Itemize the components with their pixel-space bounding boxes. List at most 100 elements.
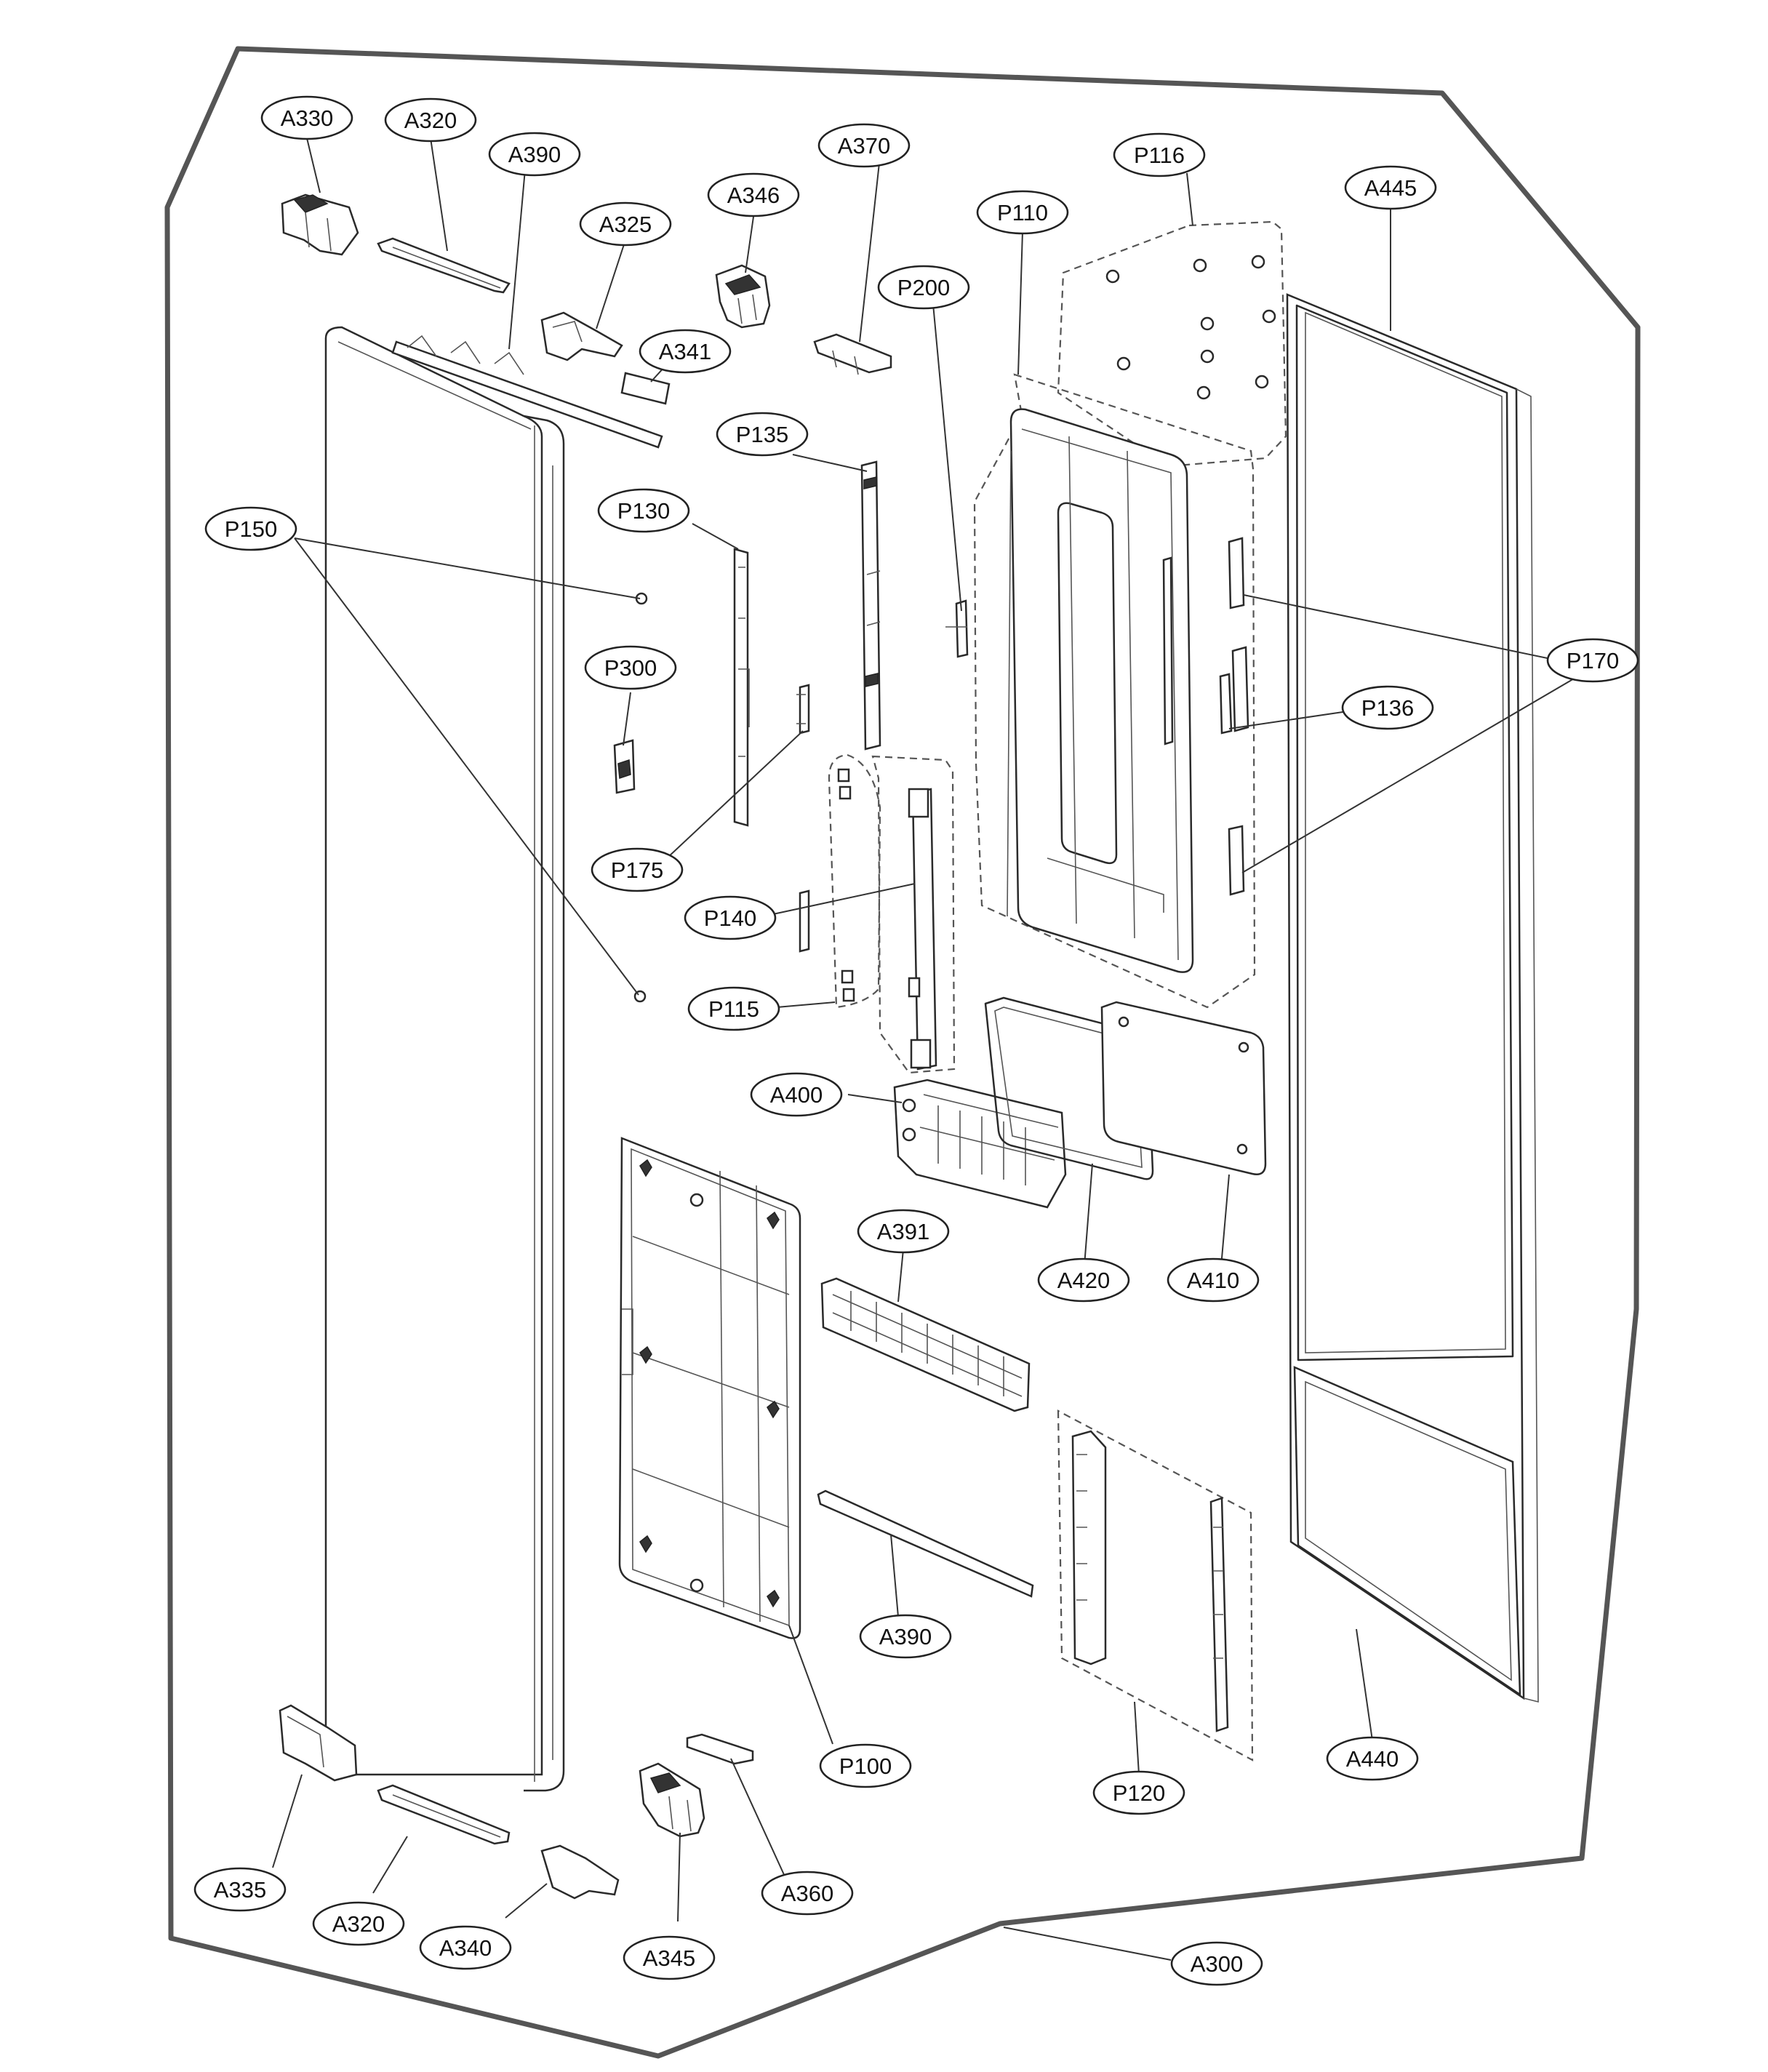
bar-p140 bbox=[799, 788, 937, 1071]
callout-p300-label: P300 bbox=[604, 655, 657, 681]
callout-a320-top: A320 bbox=[384, 97, 477, 143]
callout-p120-label: P120 bbox=[1113, 1780, 1165, 1806]
trim-strip-a320-top bbox=[377, 237, 511, 294]
callout-a320-bottom: A320 bbox=[312, 1901, 405, 1946]
callout-a391: A391 bbox=[857, 1209, 950, 1254]
hinge-cover-a330 bbox=[281, 193, 359, 256]
callout-a400-label: A400 bbox=[770, 1082, 823, 1108]
cap-a325 bbox=[540, 311, 623, 361]
clips-p170 bbox=[1228, 537, 1249, 896]
callout-p200: P200 bbox=[877, 265, 970, 310]
callout-p115-label: P115 bbox=[708, 996, 759, 1022]
callout-a445: A445 bbox=[1344, 165, 1437, 210]
callout-p115: P115 bbox=[687, 986, 780, 1031]
bracket-a360 bbox=[686, 1733, 754, 1765]
clip-p175 bbox=[796, 684, 810, 735]
callout-p120: P120 bbox=[1092, 1770, 1185, 1815]
bottom-rail-a390 bbox=[817, 1489, 1034, 1598]
controller-a400 bbox=[893, 1079, 1067, 1209]
callout-p200-label: P200 bbox=[897, 275, 950, 300]
door-panel bbox=[324, 326, 565, 1792]
callout-a370-label: A370 bbox=[838, 133, 890, 159]
strip-a391 bbox=[820, 1277, 1031, 1412]
callout-a420: A420 bbox=[1037, 1257, 1130, 1303]
callout-a370: A370 bbox=[817, 123, 911, 168]
callout-a320-bottom-label: A320 bbox=[332, 1911, 385, 1937]
callout-p100: P100 bbox=[819, 1743, 912, 1788]
callout-a440: A440 bbox=[1326, 1736, 1419, 1781]
switch-p300 bbox=[613, 739, 636, 794]
callout-p175-label: P175 bbox=[611, 857, 663, 883]
strip-p130 bbox=[733, 548, 750, 827]
cap-a340 bbox=[540, 1844, 620, 1900]
callout-a345-label: A345 bbox=[643, 1945, 695, 1971]
callout-a410: A410 bbox=[1167, 1257, 1260, 1303]
callout-p136: P136 bbox=[1341, 685, 1434, 730]
callout-a390-top: A390 bbox=[488, 132, 581, 177]
callout-p140: P140 bbox=[684, 895, 777, 940]
callout-p116: P116 bbox=[1113, 132, 1206, 177]
callout-a391-label: A391 bbox=[877, 1219, 929, 1244]
callout-a335: A335 bbox=[193, 1867, 287, 1912]
callout-a360: A360 bbox=[761, 1871, 854, 1916]
callout-a410-label: A410 bbox=[1187, 1268, 1239, 1293]
callout-a325-label: A325 bbox=[599, 212, 652, 237]
callout-a300: A300 bbox=[1170, 1941, 1263, 1986]
bracket-p136 bbox=[1219, 673, 1233, 735]
rail-p135 bbox=[860, 460, 881, 751]
callout-a440-label: A440 bbox=[1346, 1746, 1399, 1772]
top-rail-a390 bbox=[391, 335, 663, 449]
group-p115 bbox=[828, 753, 881, 1009]
inner-panel-p110 bbox=[1007, 408, 1194, 973]
callout-p150: P150 bbox=[204, 506, 297, 551]
callout-p130-label: P130 bbox=[617, 498, 670, 524]
bracket-a370 bbox=[813, 333, 892, 375]
leader-lines bbox=[272, 137, 1593, 1961]
group-p120 bbox=[1057, 1409, 1254, 1761]
screw-group-p116 bbox=[1057, 220, 1287, 467]
callout-a340: A340 bbox=[419, 1925, 512, 1970]
callout-a346: A346 bbox=[707, 172, 800, 217]
callout-a390-top-label: A390 bbox=[508, 142, 561, 167]
group-p110 bbox=[973, 373, 1256, 1009]
callout-p175: P175 bbox=[591, 847, 684, 892]
assembly-boundary bbox=[164, 46, 1641, 2059]
callout-p170: P170 bbox=[1546, 638, 1639, 683]
callout-a325: A325 bbox=[579, 201, 672, 247]
callout-p135-label: P135 bbox=[736, 422, 788, 447]
callout-a390-bottom: A390 bbox=[859, 1614, 952, 1659]
callout-p135: P135 bbox=[716, 412, 809, 457]
hinge-cover-a335 bbox=[279, 1704, 358, 1782]
callout-a360-label: A360 bbox=[781, 1881, 833, 1906]
callout-p100-label: P100 bbox=[839, 1753, 892, 1779]
frame-a445 bbox=[1286, 293, 1539, 1703]
callout-p150-label: P150 bbox=[225, 516, 277, 542]
liner-p100 bbox=[618, 1137, 801, 1639]
callout-a335-label: A335 bbox=[214, 1877, 266, 1903]
callout-p136-label: P136 bbox=[1361, 695, 1414, 721]
callout-a345: A345 bbox=[623, 1935, 716, 1980]
callout-a340-label: A340 bbox=[439, 1935, 492, 1961]
plate-a341 bbox=[620, 372, 671, 405]
callout-a330: A330 bbox=[260, 95, 353, 140]
callout-a390-bottom-label: A390 bbox=[879, 1624, 932, 1649]
callout-p110: P110 bbox=[976, 190, 1069, 235]
trim-strip-a320-bottom bbox=[377, 1784, 511, 1845]
callout-a300-label: A300 bbox=[1191, 1951, 1243, 1977]
hinge-a345 bbox=[639, 1762, 705, 1838]
callout-a445-label: A445 bbox=[1364, 175, 1417, 201]
callout-p130: P130 bbox=[597, 488, 690, 533]
callout-a330-label: A330 bbox=[281, 105, 333, 131]
callout-p110-label: P110 bbox=[997, 200, 1048, 225]
callout-a400: A400 bbox=[750, 1072, 843, 1117]
callout-a346-label: A346 bbox=[727, 183, 780, 208]
callout-p116-label: P116 bbox=[1134, 143, 1185, 168]
cover-a410 bbox=[1100, 1001, 1267, 1175]
callout-a341: A341 bbox=[639, 329, 732, 374]
callout-p140-label: P140 bbox=[704, 905, 756, 931]
group-p140 bbox=[871, 755, 956, 1074]
callout-a341-label: A341 bbox=[659, 339, 711, 364]
sensor-p200 bbox=[945, 599, 969, 658]
callout-a320-top-label: A320 bbox=[404, 108, 457, 133]
